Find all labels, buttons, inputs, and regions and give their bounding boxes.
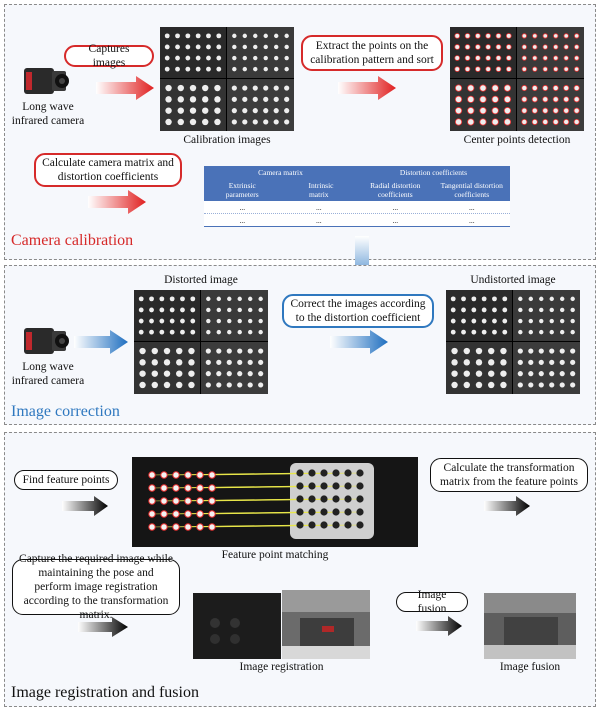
table-header: Radial distortion coefficients [370, 181, 421, 199]
capture-registration-bubble: Capture the required image while maintai… [12, 553, 180, 621]
table-header: Tangential distortion coefficients [440, 181, 503, 199]
arrow-right-icon [78, 617, 128, 637]
fusion-image [484, 593, 576, 659]
registration-visible-image [282, 590, 370, 659]
infrared-camera-icon [24, 328, 69, 354]
registration-infrared-image [193, 593, 281, 659]
extract-points-bubble: Extract the points on the calibration pa… [301, 35, 443, 71]
arrow-right-icon [88, 190, 146, 214]
table-group-distortion: Distortion coefficients [399, 168, 468, 177]
arrow-right-icon [484, 496, 530, 516]
distorted-image-caption: Distorted image [164, 274, 238, 286]
table-header: Intrinsic matrix [308, 181, 334, 199]
fusion-caption: Image fusion [499, 661, 561, 673]
camera-label: Long wave infrared camera [11, 101, 85, 127]
center-points-caption: Center points detection [463, 134, 571, 146]
center-points-images [450, 27, 584, 131]
camera-calibration-title: Camera calibration [11, 232, 134, 249]
calibration-images [160, 27, 294, 131]
arrow-right-icon [62, 496, 108, 516]
table-header: Extrinsic parameters [225, 181, 259, 199]
distorted-images [134, 290, 268, 394]
undistorted-image-caption: Undistorted image [470, 274, 556, 286]
arrow-right-icon [416, 616, 462, 636]
arrow-right-icon [330, 330, 388, 354]
transformation-matrix-bubble: Calculate the transformation matrix from… [430, 458, 588, 492]
registration-caption: Image registration [239, 661, 324, 673]
arrow-right-icon [96, 76, 154, 100]
captures-images-bubble: Captures images [64, 43, 154, 69]
calculate-matrix-bubble: Calculate camera matrix and distortion c… [34, 153, 182, 187]
feature-matching-image [132, 457, 418, 547]
find-feature-points-bubble: Find feature points [14, 470, 118, 490]
infrared-camera-icon [24, 68, 69, 94]
coefficient-table: Camera matrix Distortion coefficients Ex… [204, 166, 510, 227]
image-correction-title: Image correction [11, 403, 120, 420]
correct-images-bubble: Correct the images according to the dist… [282, 294, 434, 328]
image-fusion-bubble: Image fusion [396, 589, 468, 615]
registration-fusion-title: Image registration and fusion [11, 684, 199, 701]
table-row: ... ... ... ... [239, 215, 475, 225]
feature-matching-caption: Feature point matching [221, 549, 329, 561]
camera-label: Long wave infrared camera [11, 361, 85, 387]
table-group-camera-matrix: Camera matrix [258, 168, 303, 177]
table-row: ... ... ... ... [204, 201, 510, 214]
arrow-right-icon [74, 330, 128, 354]
undistorted-images [446, 290, 580, 394]
arrow-right-icon [338, 76, 396, 100]
calibration-images-caption: Calibration images [183, 134, 271, 146]
